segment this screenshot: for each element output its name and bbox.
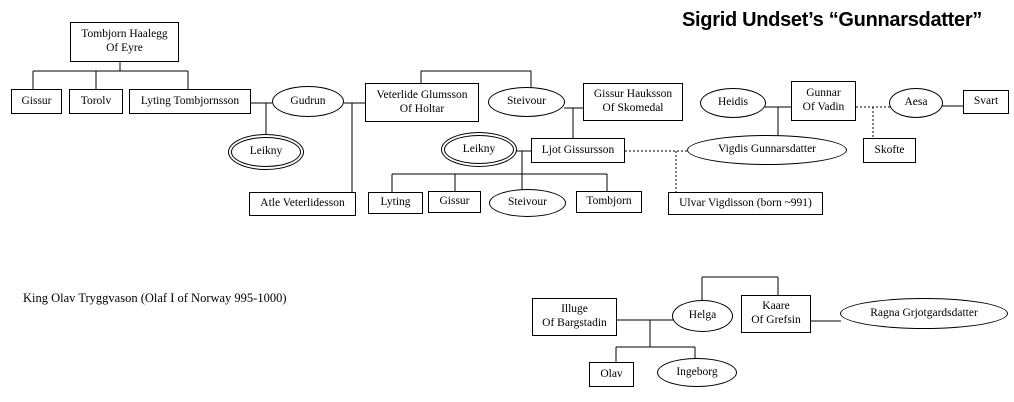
node-helga: Helga bbox=[672, 300, 733, 332]
node-svart: Svart bbox=[963, 90, 1009, 114]
node-gissur-elder: Gissur bbox=[11, 89, 62, 114]
king-olav-note: King Olav Tryggvason (Olaf I of Norway 9… bbox=[23, 291, 287, 305]
node-ulvar-vigdisson: Ulvar Vigdisson (born ~991) bbox=[668, 192, 823, 215]
node-gudrun: Gudrun bbox=[272, 86, 344, 117]
node-leikny-west: Leikny bbox=[231, 137, 301, 167]
node-ingeborg: Ingeborg bbox=[657, 358, 737, 387]
node-tombjorn-jr: Tombjorn bbox=[576, 191, 642, 213]
node-gunnar-of-vadin: Gunnar Of Vadin bbox=[791, 81, 856, 121]
node-kaare: Kaare Of Grefsin bbox=[741, 295, 811, 333]
node-veterlide-glumsson: Veterlide Glumsson Of Holtar bbox=[365, 83, 479, 122]
node-gissur-hauksson: Gissur Hauksson Of Skomedal bbox=[583, 83, 683, 121]
node-steivour-elder: Steivour bbox=[488, 87, 565, 117]
node-aesa: Aesa bbox=[889, 88, 943, 118]
node-illuge: Illuge Of Bargstadin bbox=[532, 298, 617, 336]
node-steivour-jr: Steivour bbox=[489, 189, 566, 217]
node-vigdis-gunnarsdatter: Vigdis Gunnarsdatter bbox=[687, 135, 847, 165]
node-heidis: Heidis bbox=[700, 88, 766, 118]
node-gissur-jr: Gissur bbox=[428, 191, 481, 213]
node-ragna: Ragna Grjotgardsdatter bbox=[840, 298, 1008, 329]
node-tombjorn-haalegg: Tombjorn Haalegg Of Eyre bbox=[70, 22, 179, 62]
diagram-title: Sigrid Undset’s “Gunnarsdatter” bbox=[682, 9, 983, 31]
node-olav: Olav bbox=[589, 362, 634, 387]
node-atle-veterlidesson: Atle Veterlidesson bbox=[249, 192, 356, 216]
node-skofte: Skofte bbox=[863, 138, 916, 163]
node-lyting-jr: Lyting bbox=[368, 192, 423, 214]
node-lyting-tombjornsson: Lyting Tombjornsson bbox=[129, 89, 251, 114]
node-leikny-east: Leikny bbox=[444, 135, 514, 164]
node-ljot-gissursson: Ljot Gissursson bbox=[531, 138, 625, 163]
node-torolv: Torolv bbox=[69, 89, 123, 114]
